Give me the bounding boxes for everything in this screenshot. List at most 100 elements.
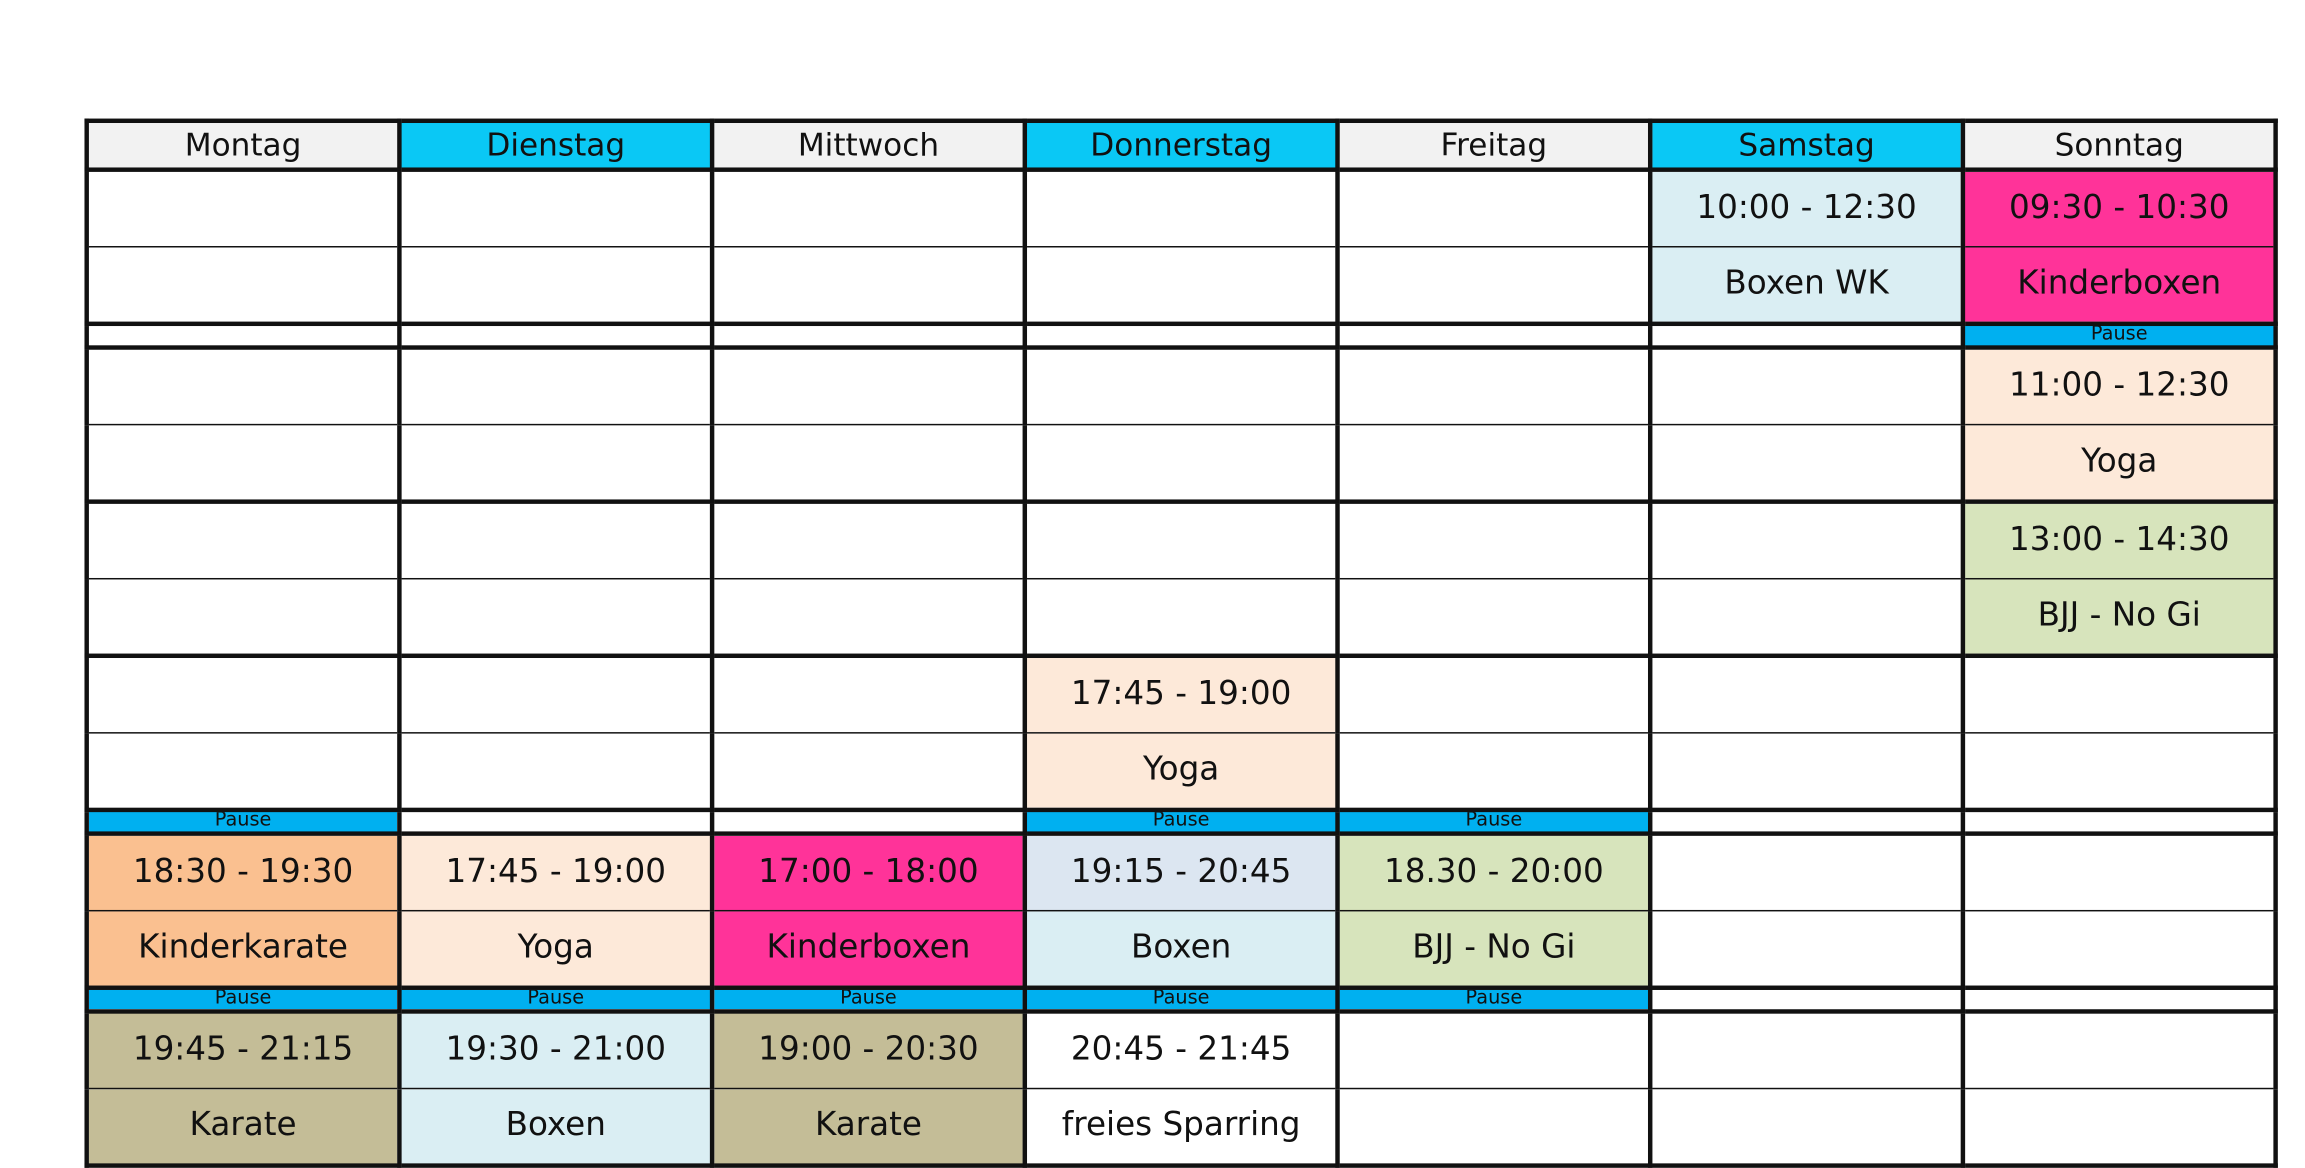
session-name-freitag: BJJ - No Gi (1335, 909, 1653, 990)
pause-label: Pause (214, 809, 272, 832)
empty-slot-cell (84, 167, 402, 248)
day-header-sonntag: Sonntag (1960, 118, 2278, 172)
empty-slot-cell (84, 732, 402, 813)
empty-spacer-cell (1647, 985, 1966, 1014)
session-name-mittwoch: Karate (709, 1087, 1028, 1168)
pause-cell-donnerstag: Pause (1022, 807, 1340, 836)
empty-slot-cell (397, 653, 715, 734)
pause-label: Pause (1152, 987, 1210, 1010)
session-time-row: 11:00 - 12:30 (84, 345, 2278, 426)
session-time-sonntag: 09:30 - 10:30 (1960, 167, 2278, 248)
empty-slot-cell (1335, 167, 1653, 248)
empty-slot-cell (1335, 499, 1653, 580)
session-time-dienstag: 19:30 - 21:00 (397, 1009, 715, 1090)
pause-label: Pause (214, 987, 272, 1010)
empty-slot-cell (1335, 577, 1653, 659)
empty-slot-cell (1335, 1009, 1653, 1090)
session-time-donnerstag: 19:15 - 20:45 (1022, 831, 1340, 912)
session-time-mittwoch: 19:00 - 20:30 (709, 1009, 1028, 1090)
pause-cell-montag: Pause (84, 985, 402, 1014)
empty-slot-cell (1960, 831, 2278, 912)
empty-spacer-cell (1022, 321, 1340, 350)
empty-slot-cell (1960, 732, 2278, 813)
pause-row: Pause (84, 321, 2278, 350)
pause-row: Pause Pause Pause Pause Pause (84, 985, 2278, 1014)
empty-slot-cell (709, 577, 1028, 659)
empty-slot-cell (709, 345, 1028, 426)
session-name-row: Yoga (84, 732, 2278, 813)
empty-slot-cell (1647, 653, 1966, 734)
pause-row: Pause Pause Pause (84, 807, 2278, 836)
empty-slot-cell (709, 246, 1028, 327)
session-name-donnerstag: freies Sparring (1022, 1087, 1340, 1168)
empty-spacer-cell (1960, 985, 2278, 1014)
pause-cell-montag: Pause (84, 807, 402, 836)
session-time-mittwoch: 17:00 - 18:00 (709, 831, 1028, 912)
session-name-row: BJJ - No Gi (84, 577, 2278, 659)
session-name-dienstag: Yoga (397, 909, 715, 990)
empty-spacer-cell (1960, 807, 2278, 836)
pause-label: Pause (527, 987, 585, 1010)
empty-slot-cell (1647, 577, 1966, 659)
day-header-montag: Montag (84, 118, 402, 172)
day-header-dienstag: Dienstag (397, 118, 715, 172)
empty-slot-cell (1960, 909, 2278, 990)
empty-slot-cell (1335, 732, 1653, 813)
empty-slot-cell (397, 499, 715, 580)
empty-slot-cell (1022, 246, 1340, 327)
empty-slot-cell (709, 423, 1028, 504)
pause-cell-mittwoch: Pause (709, 985, 1028, 1014)
empty-slot-cell (1022, 167, 1340, 248)
session-time-donnerstag: 17:45 - 19:00 (1022, 653, 1340, 734)
pause-label: Pause (1465, 809, 1523, 832)
empty-slot-cell (1335, 1087, 1653, 1168)
empty-slot-cell (397, 167, 715, 248)
session-time-sonntag: 11:00 - 12:30 (1960, 345, 2278, 426)
empty-slot-cell (397, 345, 715, 426)
empty-slot-cell (84, 246, 402, 327)
session-time-montag: 18:30 - 19:30 (84, 831, 402, 912)
empty-slot-cell (397, 423, 715, 504)
empty-slot-cell (1335, 345, 1653, 426)
empty-slot-cell (1647, 1087, 1966, 1168)
empty-slot-cell (84, 653, 402, 734)
empty-slot-cell (1022, 499, 1340, 580)
pause-cell-freitag: Pause (1335, 807, 1653, 836)
day-header-row: Montag Dienstag Mittwoch Donnerstag Frei… (84, 118, 2278, 172)
pause-label: Pause (2090, 323, 2148, 346)
pause-cell-freitag: Pause (1335, 985, 1653, 1014)
empty-slot-cell (1960, 1009, 2278, 1090)
empty-spacer-cell (84, 321, 402, 350)
empty-slot-cell (397, 732, 715, 813)
day-header-donnerstag: Donnerstag (1022, 118, 1340, 172)
day-header-mittwoch: Mittwoch (709, 118, 1028, 172)
empty-spacer-cell (397, 321, 715, 350)
pause-cell-dienstag: Pause (397, 985, 715, 1014)
pause-label: Pause (1465, 987, 1523, 1010)
empty-slot-cell (1960, 1087, 2278, 1168)
session-time-row: 13:00 - 14:30 (84, 499, 2278, 580)
session-time-samstag: 10:00 - 12:30 (1647, 167, 1966, 248)
empty-slot-cell (397, 577, 715, 659)
session-time-row: 17:45 - 19:00 (84, 653, 2278, 734)
empty-spacer-cell (1647, 807, 1966, 836)
empty-slot-cell (1960, 653, 2278, 734)
empty-slot-cell (1647, 499, 1966, 580)
empty-slot-cell (397, 246, 715, 327)
empty-slot-cell (1335, 246, 1653, 327)
empty-slot-cell (709, 167, 1028, 248)
session-name-montag: Kinderkarate (84, 909, 402, 990)
session-name-row: Yoga (84, 423, 2278, 504)
session-name-dienstag: Boxen (397, 1087, 715, 1168)
empty-slot-cell (84, 345, 402, 426)
empty-spacer-cell (709, 321, 1028, 350)
session-time-sonntag: 13:00 - 14:30 (1960, 499, 2278, 580)
empty-spacer-cell (1335, 321, 1653, 350)
pause-cell-donnerstag: Pause (1022, 985, 1340, 1014)
empty-slot-cell (84, 499, 402, 580)
weekly-schedule-table: Montag Dienstag Mittwoch Donnerstag Frei… (84, 118, 2278, 1168)
